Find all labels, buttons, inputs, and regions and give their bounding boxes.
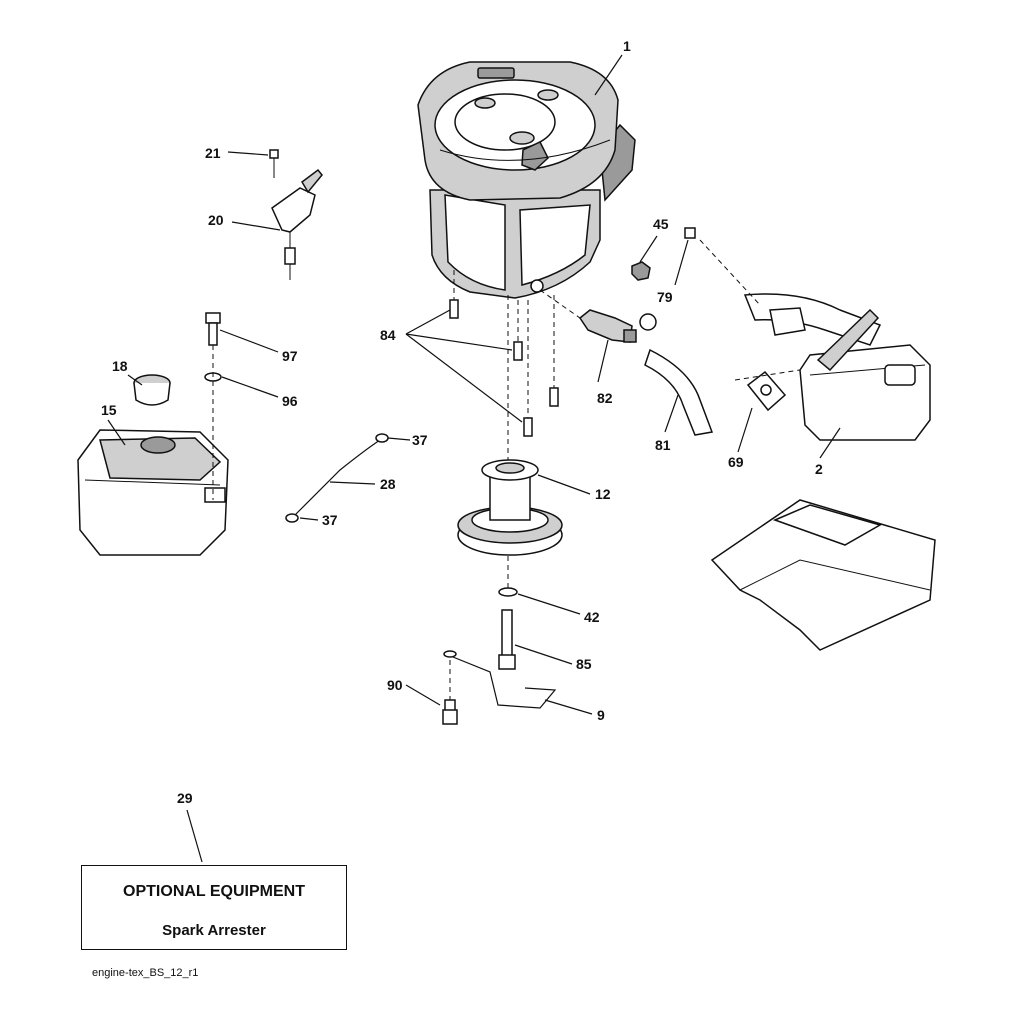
callout-69: 69 xyxy=(728,454,744,470)
fuel-line xyxy=(285,433,389,523)
callout-96: 96 xyxy=(282,393,298,409)
bracket xyxy=(442,650,557,725)
callout-29: 29 xyxy=(177,790,193,806)
callout-97: 97 xyxy=(282,348,298,364)
leader-lines xyxy=(107,54,841,863)
callout-84: 84 xyxy=(380,327,396,343)
callout-1: 1 xyxy=(623,38,631,54)
engine-mount-plate xyxy=(710,499,936,651)
throttle-control xyxy=(269,149,323,280)
callout-21: 21 xyxy=(205,145,221,161)
optional-equipment-item: Spark Arrester xyxy=(162,922,266,939)
callout-45: 45 xyxy=(653,216,669,232)
optional-equipment-title: OPTIONAL EQUIPMENT xyxy=(123,883,305,900)
optional-equipment-box: OPTIONAL EQUIPMENT Spark Arrester xyxy=(81,865,347,950)
callout-18: 18 xyxy=(112,358,128,374)
callout-81: 81 xyxy=(655,437,671,453)
callout-90: 90 xyxy=(387,677,403,693)
callout-2: 2 xyxy=(815,461,823,477)
callout-15: 15 xyxy=(101,402,117,418)
callout-28: 28 xyxy=(380,476,396,492)
fuel-tank xyxy=(77,429,229,556)
callout-9: 9 xyxy=(597,707,605,723)
bolts-84 xyxy=(449,270,559,437)
fuel-cap xyxy=(133,374,171,406)
callout-numbers: 1 21 20 45 79 84 97 18 96 82 15 37 81 69… xyxy=(101,38,823,806)
callout-42: 42 xyxy=(584,609,600,625)
callout-37b: 37 xyxy=(322,512,338,528)
callout-20: 20 xyxy=(208,212,224,228)
oil-drain-parts xyxy=(539,227,696,343)
muffler xyxy=(699,239,931,441)
callout-79: 79 xyxy=(657,289,673,305)
callout-82: 82 xyxy=(597,390,613,406)
tank-bolt xyxy=(204,312,222,500)
callout-37a: 37 xyxy=(412,432,428,448)
file-reference: engine-tex_BS_12_r1 xyxy=(92,967,199,979)
bolt-85 xyxy=(498,587,518,670)
pulley xyxy=(457,459,563,556)
hose xyxy=(644,348,714,436)
engine xyxy=(417,61,636,299)
callout-12: 12 xyxy=(595,486,611,502)
callout-85: 85 xyxy=(576,656,592,672)
